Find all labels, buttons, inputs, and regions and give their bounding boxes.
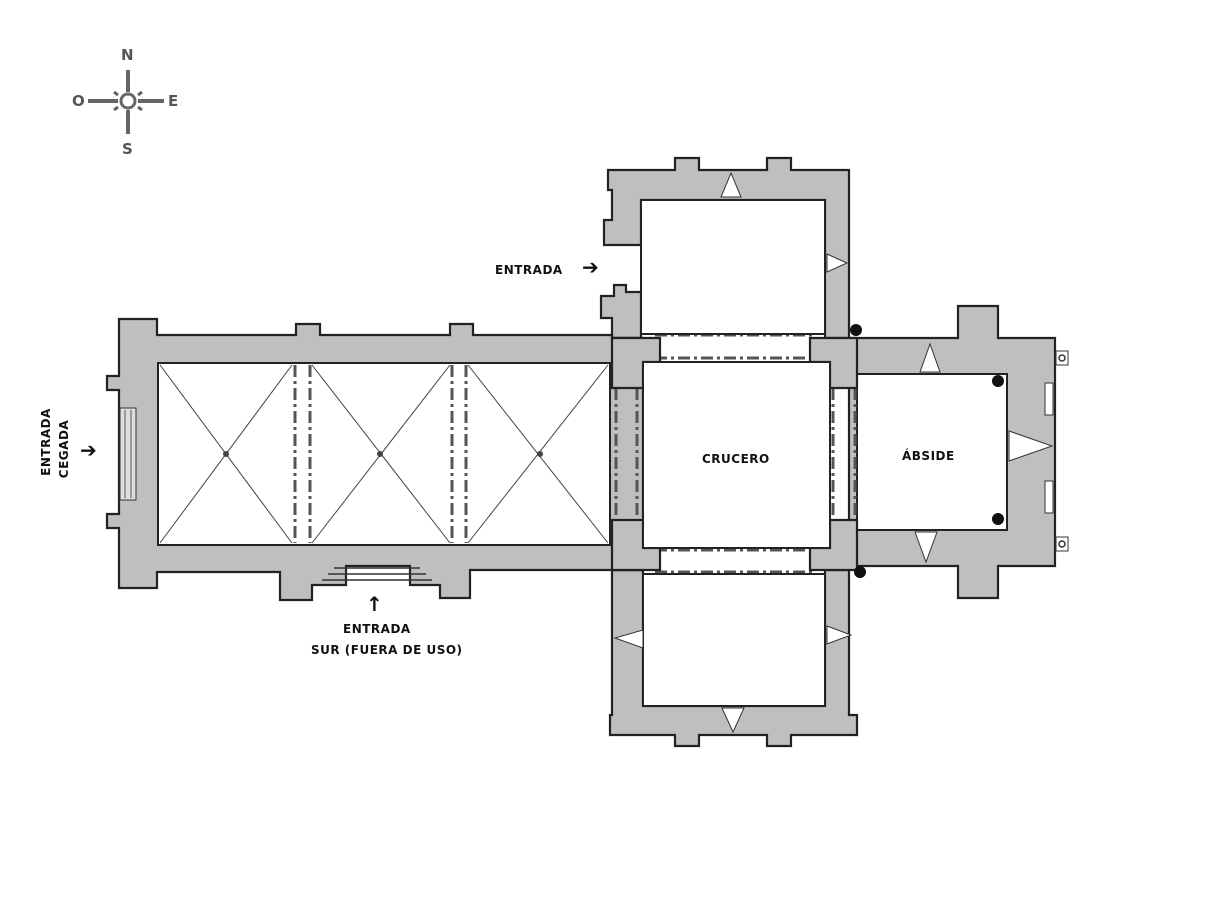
north-transept-interior [640,199,826,335]
north-transept-wall-lower [599,283,643,340]
label-entrada-cegada-1: ENTRADA [38,408,53,476]
arrow-icon: ➔ [80,438,97,462]
label-crucero: CRUCERO [702,452,770,466]
blocked-west-door [119,407,137,501]
label-entrada-norte: ENTRADA [495,263,563,277]
south-transept-interior [642,573,826,707]
compass-south: S [122,140,133,158]
nave-interior [157,362,611,546]
label-abside: ÁBSIDE [902,449,955,463]
arrow-icon: ↑ [366,592,383,616]
compass-east: E [168,92,179,110]
compass-north: N [121,46,134,64]
label-entrada-sur-1: ENTRADA [343,622,411,636]
apse-interior [856,373,1008,531]
windows [613,171,1069,734]
columns [850,324,1004,578]
south-door-steps [322,567,432,581]
label-entrada-cegada-2: CEGADA [57,419,72,479]
label-entrada-sur-2: SUR (FUERA DE USO) [311,643,463,657]
arrow-icon: ➔ [582,255,599,279]
compass-west: O [72,92,85,110]
crossing-interior [642,361,831,549]
compass-rose-icon [88,70,164,134]
